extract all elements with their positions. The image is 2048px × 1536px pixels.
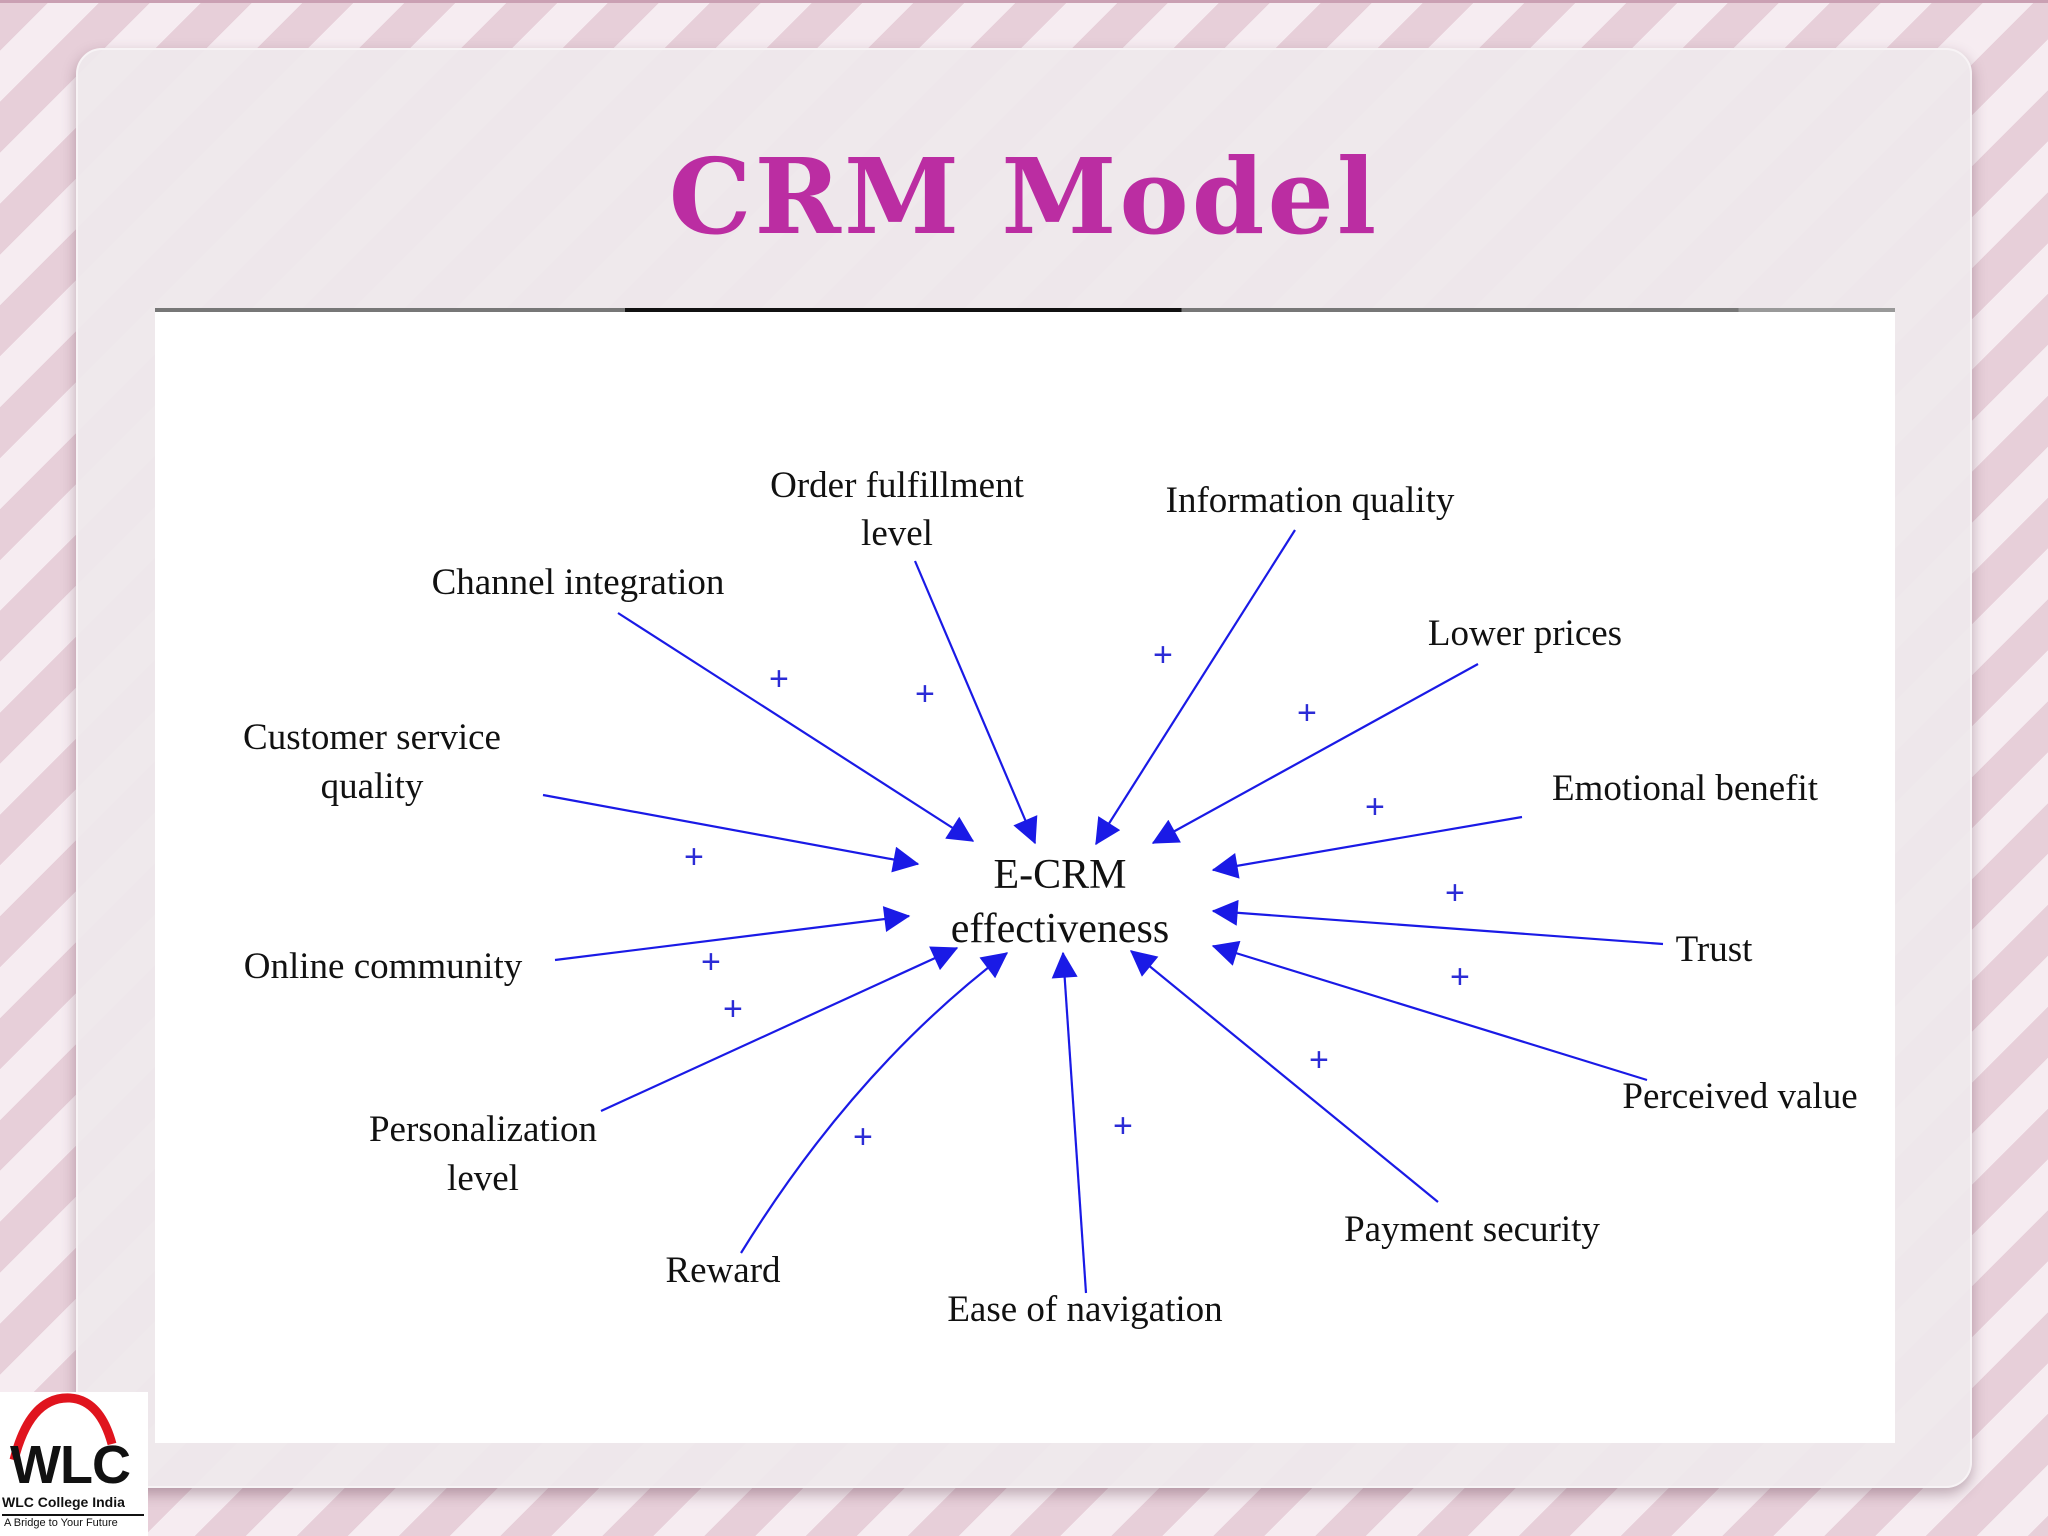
- plus-sign: +: [1113, 1107, 1133, 1145]
- figure-top-border: [155, 308, 1895, 312]
- factor-order-fulfillment: Order fulfillment: [770, 465, 1024, 506]
- plus-sign: +: [769, 660, 789, 698]
- factor-trust: Trust: [1676, 929, 1754, 970]
- logo-college-name: WLC College India: [2, 1494, 125, 1510]
- arrow-payment-security: [1129, 950, 1439, 1203]
- factor-customer-service-line2: quality: [321, 766, 424, 807]
- top-edge-line: [0, 0, 2048, 3]
- arrow-lower-prices: [1151, 663, 1479, 844]
- arrow-channel-integration: [617, 612, 975, 842]
- arrow-trust: [1211, 899, 1664, 946]
- factor-lower-prices: Lower prices: [1428, 613, 1622, 654]
- factor-personalization: Personalization: [369, 1109, 597, 1150]
- plus-sign: +: [701, 943, 721, 981]
- plus-sign: +: [1153, 636, 1173, 674]
- factor-information-quality: Information quality: [1166, 480, 1455, 521]
- arrow-information-quality: [1095, 529, 1296, 846]
- college-logo: WLC WLC College India A Bridge to Your F…: [0, 1392, 148, 1536]
- plus-sign: +: [1309, 1041, 1329, 1079]
- factor-order-fulfillment-line2: level: [861, 513, 933, 554]
- arrow-online-community: [554, 906, 911, 962]
- factor-channel-integration: Channel integration: [432, 562, 725, 603]
- center-node-line2: effectiveness: [951, 906, 1169, 952]
- center-node-line1: E-CRM: [993, 852, 1126, 898]
- arrow-emotional-benefit: [1211, 815, 1523, 879]
- factor-online-community: Online community: [244, 946, 523, 987]
- arrow-perceived-value: [1211, 940, 1648, 1082]
- factor-personalization-line2: level: [447, 1158, 519, 1199]
- crm-diagram: + + + + + + + + + + + + + E-CRM effectiv…: [243, 465, 1858, 1330]
- plus-sign: +: [723, 990, 743, 1028]
- factor-reward: Reward: [665, 1250, 781, 1291]
- plus-sign: +: [1450, 958, 1470, 996]
- arrow-ease-of-navigation: [1051, 951, 1088, 1294]
- factor-perceived-value: Perceived value: [1622, 1076, 1857, 1117]
- plus-sign: +: [853, 1118, 873, 1156]
- slide-title: CRM Model: [668, 135, 1380, 258]
- factor-payment-security: Payment security: [1344, 1209, 1600, 1250]
- plus-sign: +: [1297, 694, 1317, 732]
- plus-sign: +: [1445, 874, 1465, 912]
- plus-sign: +: [684, 838, 704, 876]
- logo-mark: WLC: [10, 1435, 131, 1495]
- logo-arc-icon: [9, 1393, 117, 1462]
- diagram-figure: + + + + + + + + + + + + + E-CRM effectiv…: [155, 308, 1895, 1443]
- factor-customer-service: Customer service: [243, 717, 501, 758]
- logo-divider: [2, 1514, 144, 1516]
- arrow-order-fulfillment: [913, 560, 1038, 845]
- logo-tagline: A Bridge to Your Future: [4, 1517, 118, 1529]
- plus-sign: +: [915, 675, 935, 713]
- factor-emotional-benefit: Emotional benefit: [1552, 768, 1819, 809]
- factor-ease-of-navigation: Ease of navigation: [947, 1289, 1222, 1330]
- arrow-customer-service: [542, 793, 920, 873]
- arrow-reward: [740, 952, 1009, 1254]
- arrow-personalization: [600, 946, 959, 1113]
- plus-sign: +: [1365, 788, 1385, 826]
